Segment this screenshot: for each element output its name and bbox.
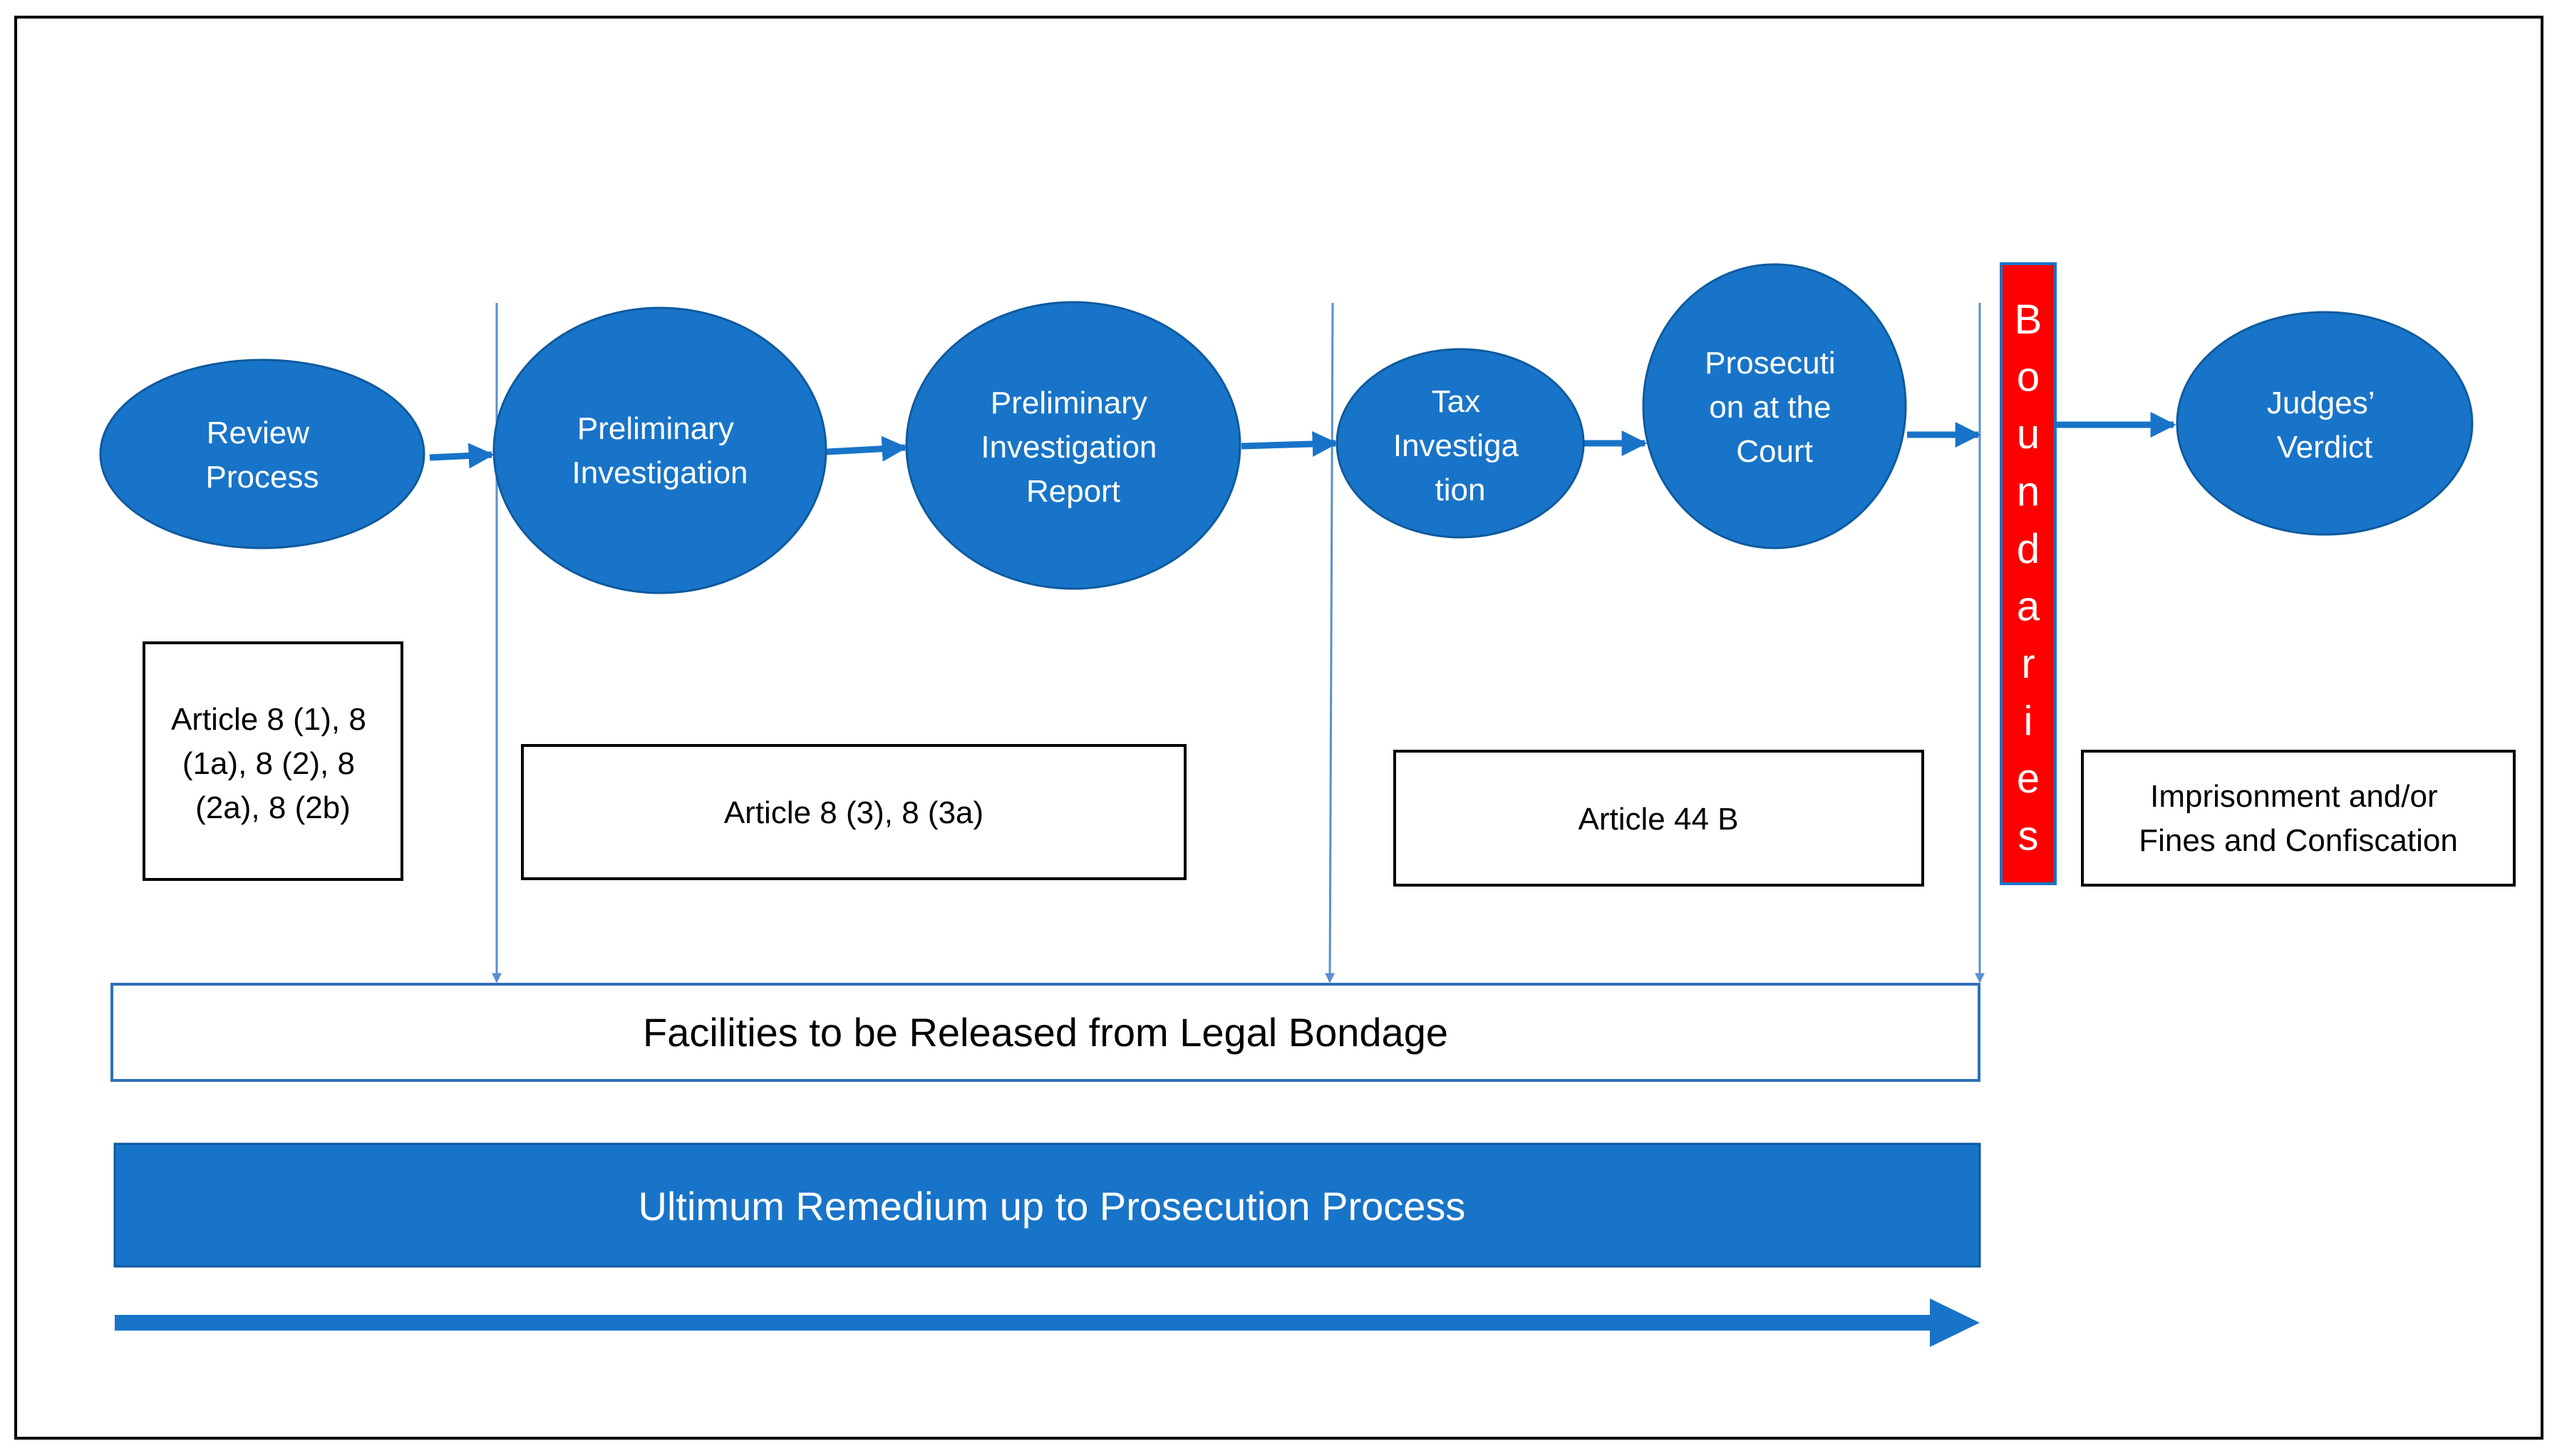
process-nodes: Review Process Preliminary Investigation… xyxy=(99,263,2474,594)
box-article-44b: Article 44 B xyxy=(1393,750,1924,887)
facilities-band: Facilities to be Released from Legal Bon… xyxy=(110,983,1980,1082)
node-preliminary-investigation: Preliminary Investigation xyxy=(492,306,827,594)
node-label-line: Report xyxy=(1026,474,1120,509)
boundary-letter: e xyxy=(2017,755,2040,802)
box-article-8-review-shape xyxy=(143,641,403,881)
bottom-arrow-head xyxy=(1930,1298,1980,1347)
bottom-arrow-shaft xyxy=(115,1315,1939,1331)
ultimum-remedium-bar: Ultimum Remedium up to Prosecution Proce… xyxy=(113,1142,1981,1268)
svg-text:Article 8 (1), 8 (1a),: Article 8 (1), 8 (1a), 8 (2), 8 (2a), 8 … xyxy=(171,702,375,825)
box-sanctions: Imprisonment and/or Fines and Confiscati… xyxy=(2081,750,2516,887)
svg-text:Tax Investiga: Tax Investiga tion xyxy=(1393,384,1527,507)
boundary-letter: B xyxy=(2015,296,2042,343)
facilities-band-shape xyxy=(110,983,1980,1082)
node-preliminary-investigation-report: Preliminary Investigation Report xyxy=(905,301,1241,590)
box-label-line: Article 8 (1), 8 xyxy=(171,702,366,737)
arrow-review-to-preliminary xyxy=(429,443,495,469)
process-arrows xyxy=(429,412,2176,469)
arrow-report-to-tax xyxy=(1241,430,1338,457)
boundary-letter: a xyxy=(2017,584,2040,630)
node-label-line: Investigation xyxy=(572,455,748,490)
node-label-line: Preliminary xyxy=(577,411,734,446)
boundary-letter: u xyxy=(2017,411,2040,458)
node-label-line: Investigation xyxy=(981,430,1157,465)
box-label-line: Imprisonment and/or xyxy=(2150,779,2438,814)
boundary-letter: n xyxy=(2017,469,2040,515)
svg-text:Review Process: Review Process xyxy=(206,415,319,495)
box-label-line: Article 8 (3), 8 (3a) xyxy=(724,795,983,830)
node-label-line: Investiga xyxy=(1393,428,1519,463)
node-preliminary-investigation-report-shape xyxy=(905,301,1241,590)
box-article-8-3: Article 8 (3), 8 (3a) xyxy=(521,744,1187,880)
boundary-letter: r xyxy=(2021,641,2035,687)
svg-text:Prosecuti on at the: Prosecuti on at the Court xyxy=(1705,346,1844,469)
node-judges-verdict-shape xyxy=(2176,311,2474,536)
boundary-letter: s xyxy=(2018,813,2039,859)
ultimum-remedium-bar-shape xyxy=(113,1142,1981,1268)
box-label-line: (2a), 8 (2b) xyxy=(195,790,351,825)
svg-text:Imprisonment and/or Fi: Imprisonment and/or Fines and Confiscati… xyxy=(2139,779,2458,858)
node-label-line: tion xyxy=(1435,473,1486,507)
node-label-line: Review xyxy=(207,415,309,450)
svg-text:Preliminary Investigat: Preliminary Investigation Report xyxy=(981,386,1165,509)
node-label-line: Tax xyxy=(1432,384,1480,419)
node-label-line: Prosecuti xyxy=(1705,346,1835,381)
node-review-process: Review Process xyxy=(99,358,425,549)
box-label-line: Fines and Confiscation xyxy=(2139,823,2458,858)
boundary-letter: i xyxy=(2024,698,2033,745)
box-sanctions-shape xyxy=(2081,750,2516,887)
node-label-line: Preliminary xyxy=(991,386,1147,420)
bottom-progress-arrow xyxy=(115,1298,1980,1347)
node-label-line: Court xyxy=(1736,434,1813,469)
box-article-8-3-shape xyxy=(521,744,1187,880)
facilities-label: Facilities to be Released from Legal Bon… xyxy=(643,1010,1448,1055)
box-label-line: (1a), 8 (2), 8 xyxy=(182,746,355,781)
node-prosecution-at-the-court-shape xyxy=(1642,263,1907,549)
node-tax-investigation-shape xyxy=(1336,348,1585,539)
node-label-line: Process xyxy=(206,460,319,495)
boundaries-bar-shape xyxy=(2000,262,2057,885)
article-boxes: Article 8 (1), 8 (1a), 8 (2), 8 (2a), 8 … xyxy=(143,641,2516,887)
node-label-line: on at the xyxy=(1709,390,1831,425)
node-label-line: Verdict xyxy=(2277,430,2373,465)
arrow-preliminary-to-report xyxy=(826,435,908,462)
svg-text:Judges’ Verdict: Judges’ Verdict xyxy=(2267,386,2382,465)
box-article-8-review: Article 8 (1), 8 (1a), 8 (2), 8 (2a), 8 … xyxy=(143,641,403,881)
node-label-line: Judges’ xyxy=(2267,386,2374,420)
node-judges-verdict: Judges’ Verdict xyxy=(2176,311,2474,536)
divider-line-2 xyxy=(1325,302,1336,983)
box-label-line: Article 44 B xyxy=(1579,802,1739,837)
svg-text:Article 8 (3), 8 (3a): Article 8 (3), 8 (3a) xyxy=(724,795,983,830)
ultimum-remedium-label: Ultimum Remedium up to Prosecution Proce… xyxy=(639,1184,1466,1229)
node-prosecution-at-the-court: Prosecuti on at the Court xyxy=(1642,263,1907,549)
phase-dividers xyxy=(492,302,1985,983)
boundary-letter: d xyxy=(2017,526,2040,572)
diagram-frame xyxy=(14,16,2543,1440)
svg-text:Article 44 B: Article 44 B xyxy=(1579,802,1739,837)
boundary-letter: o xyxy=(2017,354,2040,401)
svg-text:Preliminary Investigat: Preliminary Investigation xyxy=(572,411,748,490)
box-article-44b-shape xyxy=(1393,750,1924,887)
node-review-process-shape xyxy=(99,358,425,549)
node-preliminary-investigation-shape xyxy=(492,306,827,594)
node-tax-investigation: Tax Investiga tion xyxy=(1336,348,1585,539)
